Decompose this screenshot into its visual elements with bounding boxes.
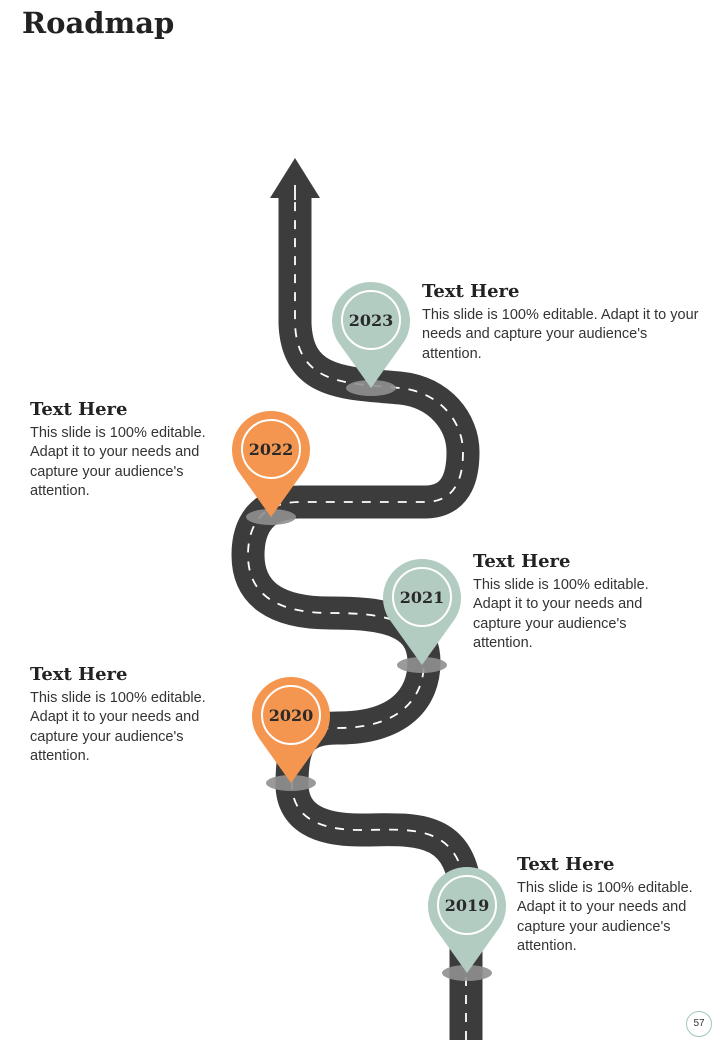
- pin-inner-ring: [392, 567, 452, 627]
- milestone-description: This slide is 100% editable. Adapt it to…: [30, 690, 206, 764]
- map-pin-icon: [232, 410, 310, 517]
- milestone-heading: Text Here: [517, 854, 615, 875]
- pin-inner-ring: [437, 875, 497, 935]
- map-pin-icon: [252, 676, 331, 783]
- milestone-text-2021: Text Here This slide is 100% editable. A…: [473, 551, 673, 653]
- milestone-pin-2019: 2019: [428, 866, 506, 981]
- pin-inner-ring: [241, 419, 301, 479]
- milestone-description: This slide is 100% editable. Adapt it to…: [517, 880, 693, 954]
- road-arrow-head: [270, 158, 320, 198]
- pin-inner-ring: [261, 685, 321, 745]
- milestone-text-2023: Text Here This slide is 100% editable. A…: [422, 281, 707, 364]
- milestone-pin-2021: 2021: [382, 558, 461, 673]
- map-pin-icon: [382, 558, 461, 665]
- milestone-pin-2022: 2022: [232, 410, 310, 525]
- road-center-line: [247, 195, 467, 1040]
- year-label: 2023: [349, 311, 394, 330]
- year-label: 2019: [445, 896, 490, 915]
- page-title: Roadmap: [22, 6, 175, 40]
- milestone-pin-2020: 2020: [252, 676, 331, 791]
- milestone-heading: Text Here: [30, 399, 128, 420]
- milestone-text-2020: Text Here This slide is 100% editable. A…: [30, 664, 230, 766]
- map-pin-icon: [428, 866, 506, 973]
- milestone-text-2019: Text Here This slide is 100% editable. A…: [517, 854, 702, 956]
- milestone-heading: Text Here: [30, 664, 128, 685]
- milestone-description: This slide is 100% editable. Adapt it to…: [422, 307, 699, 362]
- milestone-heading: Text Here: [422, 281, 520, 302]
- year-label: 2021: [400, 588, 445, 607]
- year-label: 2022: [249, 440, 294, 459]
- milestone-heading: Text Here: [473, 551, 571, 572]
- milestone-text-2022: Text Here This slide is 100% editable. A…: [30, 399, 230, 501]
- pin-inner-ring: [341, 290, 401, 350]
- milestone-description: This slide is 100% editable. Adapt it to…: [473, 577, 649, 651]
- milestone-description: This slide is 100% editable. Adapt it to…: [30, 425, 206, 499]
- page-number-badge: 57: [686, 1011, 712, 1037]
- map-pin-icon: [332, 281, 410, 388]
- year-label: 2020: [269, 706, 314, 725]
- milestone-pin-2023: 2023: [332, 281, 410, 396]
